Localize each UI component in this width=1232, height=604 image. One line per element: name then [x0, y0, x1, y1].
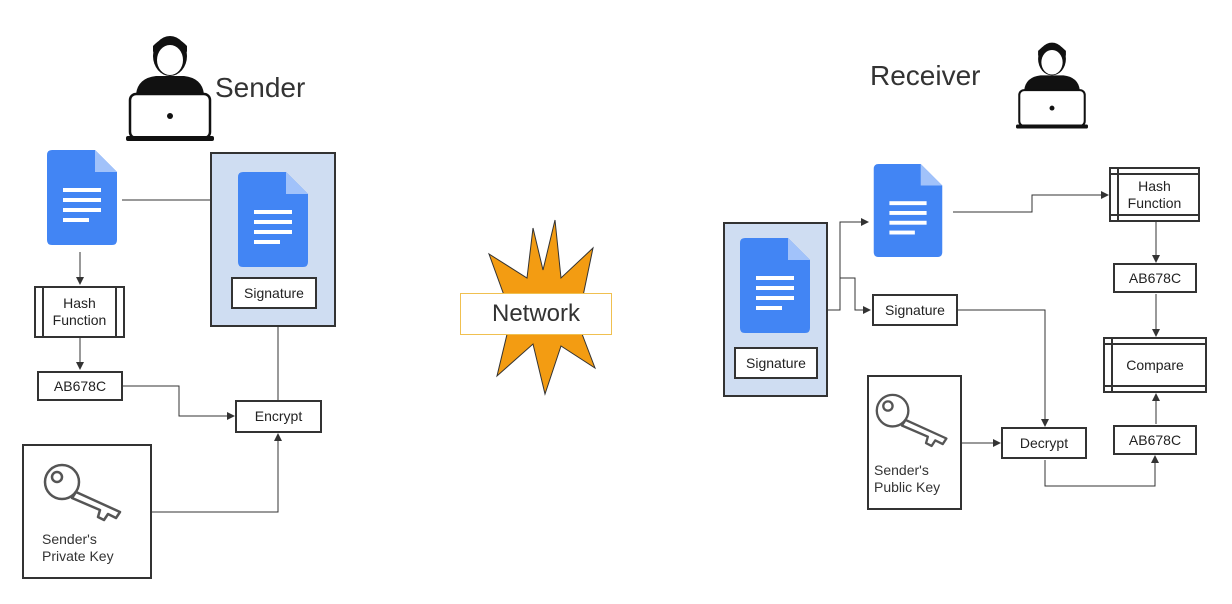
public-key-label: Sender's Public Key — [874, 462, 941, 495]
arrow-bundle-to-doc — [828, 218, 869, 311]
key-icon — [875, 393, 948, 448]
arrow-doc-to-hash — [953, 191, 1109, 213]
document-icon — [238, 172, 308, 267]
public-key-card — [867, 375, 962, 510]
key-icon — [43, 463, 122, 522]
arrow-decrypt-to-value — [1044, 455, 1159, 487]
encrypt-box: Encrypt — [235, 400, 322, 433]
hash-value-top-box: AB678C — [1113, 263, 1197, 293]
arrow-signature-to-decrypt — [957, 309, 1049, 427]
receiver-title: Receiver — [870, 60, 981, 91]
sender-title: Sender — [215, 72, 306, 103]
hash-value-box: AB678C — [37, 371, 123, 401]
signature-box: Signature — [872, 294, 958, 326]
document-icon — [740, 238, 810, 333]
hash-function-divider — [1117, 167, 1119, 222]
decrypt-box: Decrypt — [1001, 427, 1087, 459]
user-laptop-icon — [1016, 42, 1088, 129]
bundle-signature-label: Signature — [734, 347, 818, 379]
arrow-value-to-encrypt — [122, 385, 235, 420]
arrow-key-to-encrypt — [151, 433, 282, 513]
network-label: Network — [460, 293, 612, 335]
signature-label: Signature — [231, 277, 317, 309]
arrow-bundle-to-signature — [840, 277, 871, 314]
hash-value-bottom-box: AB678C — [1113, 425, 1197, 455]
private-key-card — [22, 444, 152, 579]
compare-divider — [1111, 337, 1113, 393]
hash-function-box: Hash Function — [34, 286, 125, 338]
compare-box: Compare — [1103, 337, 1207, 393]
hash-function-box: Hash Function — [1109, 167, 1200, 222]
user-laptop-icon — [126, 36, 214, 141]
document-icon — [873, 164, 943, 257]
private-key-label: Sender's Private Key — [42, 531, 114, 564]
document-icon — [47, 150, 117, 245]
